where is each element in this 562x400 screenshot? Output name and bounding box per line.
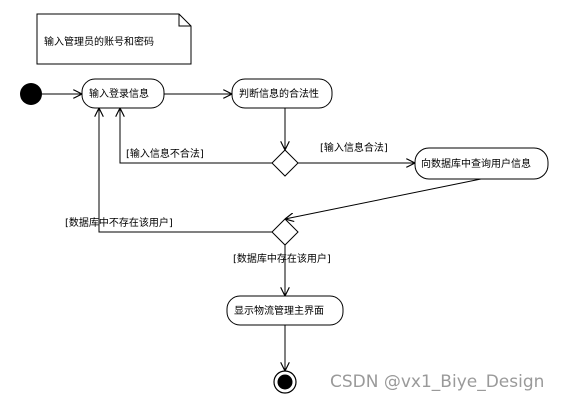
final-node — [273, 370, 297, 394]
edge-invalid-back — [120, 108, 272, 164]
guard-invalid: [输入信息不合法] — [126, 147, 204, 160]
activity-show-main-label: 显示物流管理主界面 — [234, 304, 324, 317]
decision-validity — [271, 149, 299, 177]
activity-query-db-label: 向数据库中查询用户信息 — [421, 157, 531, 170]
edge-not-exist-back — [99, 108, 272, 233]
activity-validate: 判断信息的合法性 — [231, 78, 333, 109]
activity-validate-label: 判断信息的合法性 — [239, 87, 319, 100]
note: 输入管理员的账号和密码 — [36, 13, 192, 65]
guard-user-exists: [数据库中存在该用户] — [233, 252, 331, 265]
activity-input-login: 输入登录信息 — [81, 78, 165, 109]
edge-query-to-decision2 — [285, 178, 482, 219]
initial-node — [20, 83, 42, 105]
guard-valid: [输入信息合法] — [320, 141, 388, 154]
watermark: CSDN @vx1_Biye_Design — [330, 372, 544, 392]
activity-query-db: 向数据库中查询用户信息 — [414, 147, 549, 180]
activity-input-login-label: 输入登录信息 — [89, 87, 149, 100]
decision-user-exists — [271, 218, 299, 246]
guard-user-not-exist: [数据库中不存在该用户] — [65, 216, 173, 229]
activity-show-main: 显示物流管理主界面 — [226, 295, 344, 326]
note-text: 输入管理员的账号和密码 — [44, 35, 154, 48]
